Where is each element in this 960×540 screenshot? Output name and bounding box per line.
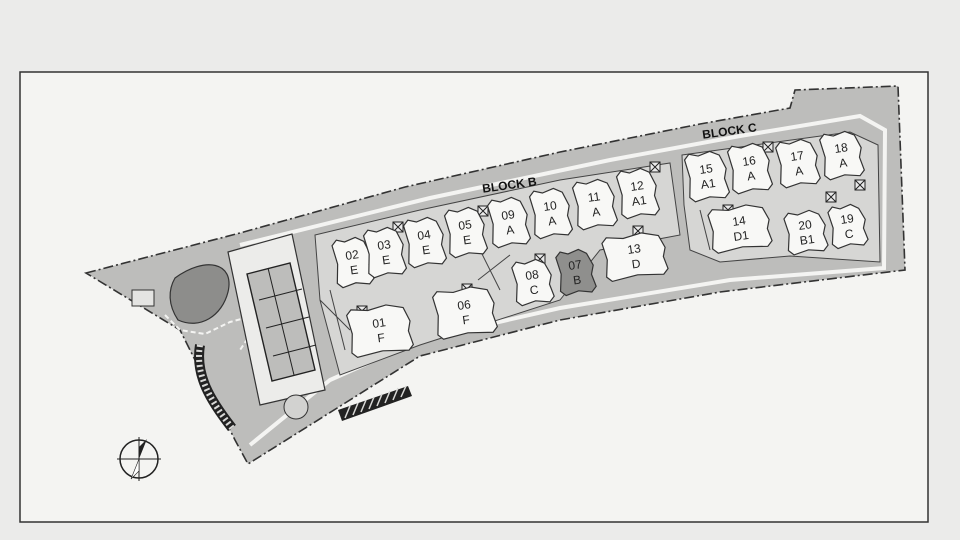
unit-type: A1: [631, 193, 648, 209]
unit-13: 13D: [601, 232, 669, 283]
tennis-court-lines: [258, 267, 317, 376]
unit-type: F: [462, 312, 471, 327]
unit-type: A: [591, 204, 601, 219]
unit-05: 05E: [443, 206, 489, 259]
unit-number: 10: [542, 198, 557, 214]
unit-type: C: [529, 282, 540, 297]
unit-outline: [402, 216, 448, 269]
swimming-pool: [169, 264, 230, 324]
unit-03: 03E: [362, 226, 408, 279]
unit-type: F: [377, 330, 386, 345]
unit-type: B: [572, 272, 582, 287]
unit-02: 02E: [331, 236, 375, 289]
unit-number: 07: [567, 257, 582, 273]
unit-08: 08C: [511, 258, 555, 307]
unit-number: 15: [698, 161, 713, 177]
unit-09: 09A: [486, 196, 532, 249]
north-arrow-icon: [117, 437, 161, 481]
unit-18: 18A: [819, 130, 865, 181]
unit-type: B1: [799, 232, 816, 248]
unit-outline: [528, 187, 574, 240]
unit-outline: [819, 130, 865, 181]
wing-connectors: [319, 209, 711, 351]
unit-number: 20: [797, 217, 812, 233]
unit-outline: [555, 248, 597, 297]
unit-type: A: [505, 222, 515, 237]
unit-type: D1: [733, 228, 750, 244]
unit-outline: [707, 204, 773, 254]
unit-16: 16A: [726, 142, 774, 195]
unit-number: 11: [587, 189, 602, 205]
unit-type: D: [631, 256, 642, 271]
unit-number: 16: [741, 153, 756, 169]
unit-type: A1: [700, 176, 717, 192]
unit-outline: [615, 167, 661, 220]
unit-number: 01: [371, 315, 386, 331]
unit-01: 01F: [345, 304, 415, 359]
unit-outline: [775, 138, 821, 189]
unit-outline: [827, 203, 869, 250]
unit-type: A: [547, 213, 557, 228]
unit-07: 07B: [555, 248, 597, 297]
carpark-ramp: [338, 386, 412, 421]
unit-outline: [362, 226, 408, 279]
unit-number: 12: [629, 178, 644, 194]
unit-type: E: [421, 242, 431, 257]
unit-type: C: [844, 226, 855, 241]
unit-number: 03: [376, 237, 391, 253]
unit-outline: [571, 178, 619, 231]
round-planter: [283, 394, 309, 420]
unit-type: E: [381, 252, 391, 267]
guard-house: [131, 289, 155, 307]
curved-trellis-slats: [196, 344, 235, 430]
unit-number: 13: [626, 241, 641, 257]
unit-type: A: [746, 168, 756, 183]
unit-outline: [511, 258, 555, 307]
unit-04: 04E: [402, 216, 448, 269]
unit-number: 18: [833, 140, 848, 156]
unit-outline: [345, 304, 415, 359]
unit-number: 08: [524, 267, 539, 283]
unit-type: A: [794, 163, 804, 178]
unit-type: A: [838, 155, 848, 170]
unit-number: 04: [416, 227, 431, 243]
unit-number: 14: [731, 213, 746, 229]
unit-11: 11A: [571, 178, 619, 231]
carpark-ramp-hatch: [344, 385, 407, 419]
unit-outline: [486, 196, 532, 249]
unit-type: E: [349, 262, 359, 277]
unit-06: 06F: [431, 286, 499, 340]
unit-outline: [431, 286, 499, 340]
units-layer: 02E03E04E05E09A10A11A12A101F06F08C07B13D…: [331, 130, 869, 359]
unit-number: 19: [839, 211, 854, 227]
unit-19: 19C: [827, 203, 869, 250]
unit-number: 17: [789, 148, 804, 164]
unit-number: 09: [500, 207, 515, 223]
unit-outline: [601, 232, 669, 283]
unit-outline: [726, 142, 774, 195]
unit-outline: [783, 209, 829, 256]
unit-outline: [443, 206, 489, 259]
unit-type: E: [462, 232, 472, 247]
unit-number: 02: [344, 247, 359, 263]
unit-outline: [683, 150, 731, 203]
unit-17: 17A: [775, 138, 821, 189]
unit-number: 05: [457, 217, 472, 233]
unit-10: 10A: [528, 187, 574, 240]
unit-number: 06: [456, 297, 471, 313]
